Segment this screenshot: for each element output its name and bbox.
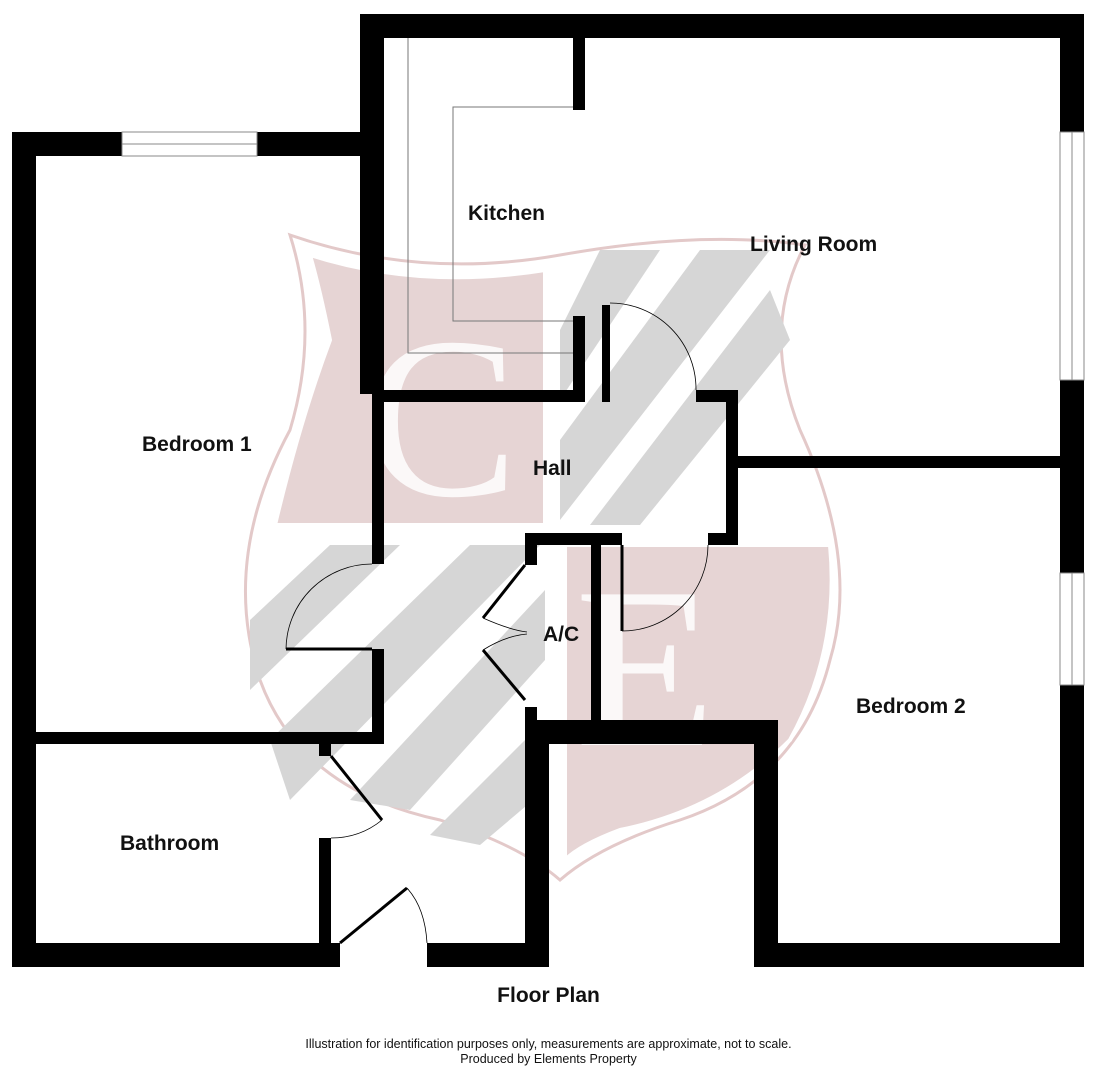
windows [121,131,1085,686]
room-label-ac: A/C [543,623,580,646]
watermark-letter-c: C [365,290,518,545]
room-label-bedroom-2: Bedroom 2 [856,695,966,718]
disclaimer: Illustration for identification purposes… [0,1037,1097,1067]
plan-title: Floor Plan [497,984,600,1007]
walls [12,14,1084,967]
disclaimer-line-2: Produced by Elements Property [460,1052,637,1066]
kitchen-counters [407,38,573,354]
bathroom-door [329,755,384,821]
room-label-living-room: Living Room [750,233,878,256]
ac-door-top [481,564,527,619]
bedroom2-door [621,544,709,632]
bedroom1-door [285,563,373,650]
room-label-kitchen: Kitchen [468,202,546,225]
entrance-door [339,886,408,945]
doors [285,302,709,945]
disclaimer-line-1: Illustration for identification purposes… [305,1037,792,1051]
room-label-hall: Hall [533,457,572,480]
room-label-bedroom-1: Bedroom 1 [142,433,252,456]
room-label-bathroom: Bathroom [120,832,220,855]
ac-door-bottom [481,649,527,701]
living-room-door [609,302,697,391]
